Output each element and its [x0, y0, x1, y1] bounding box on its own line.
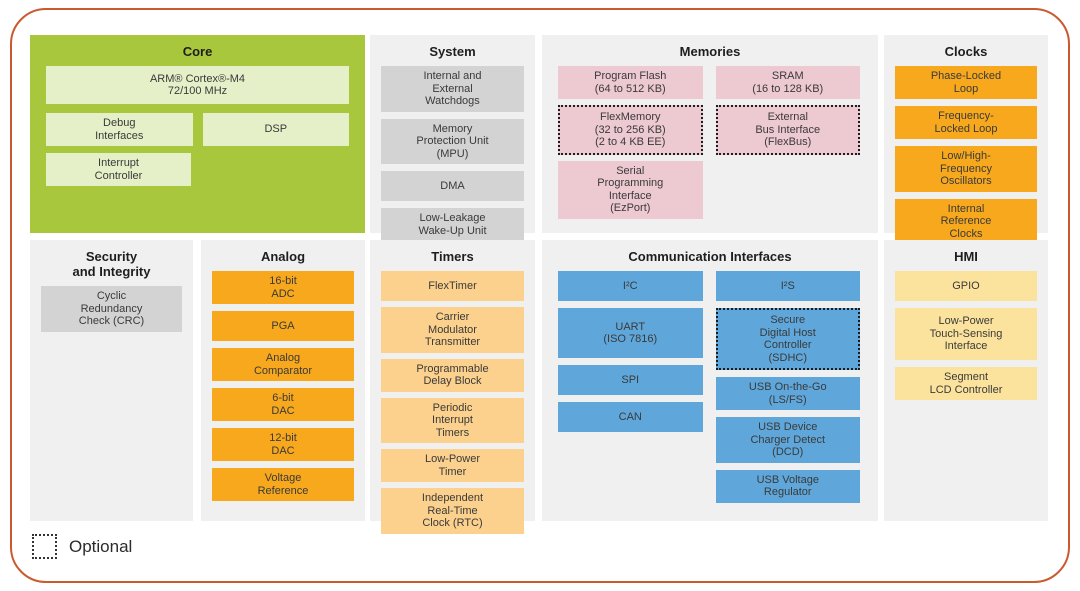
block-oscillators: Low/High- Frequency Oscillators [895, 146, 1037, 192]
optional-dotted-swatch [32, 534, 57, 559]
section-memories-title: Memories [679, 44, 741, 59]
block-fll: Frequency- Locked Loop [895, 106, 1037, 139]
block-pll: Phase-Locked Loop [895, 66, 1037, 99]
block-voltage-reference: Voltage Reference [212, 468, 354, 501]
legend-label: Optional [69, 536, 133, 556]
block-program-flash: Program Flash (64 to 512 KB) [558, 66, 703, 99]
block-dma: DMA [381, 171, 524, 201]
block-sdhc: Secure Digital Host Controller (SDHC) [715, 308, 860, 370]
block-low-power-timer: Low-Power Timer [381, 449, 524, 482]
section-core-title: Core [182, 44, 213, 59]
block-spi: SPI [558, 365, 703, 395]
block-i2c: I²C [558, 271, 703, 301]
block-flexbus: External Bus Interface (FlexBus) [715, 105, 860, 155]
block-can: CAN [558, 402, 703, 432]
block-i2s: I²S [715, 271, 860, 301]
block-gpio: GPIO [895, 271, 1037, 301]
section-security: Security and Integrity Cyclic Redundancy… [30, 240, 193, 521]
block-12bit-dac: 12-bit DAC [212, 428, 354, 461]
block-debug-interfaces: Debug Interfaces [46, 113, 193, 146]
block-internal-reference-clocks: Internal Reference Clocks [895, 198, 1037, 244]
block-carrier-modulator-transmitter: Carrier Modulator Transmitter [381, 307, 524, 353]
block-6bit-dac: 6-bit DAC [212, 388, 354, 421]
block-interrupt-controller: Interrupt Controller [46, 153, 191, 186]
block-watchdogs: Internal and External Watchdogs [381, 66, 524, 112]
block-touch-sensing-interface: Low-Power Touch-Sensing Interface [895, 308, 1037, 360]
section-communication-interfaces: Communication Interfaces I²C UART (ISO 7… [542, 240, 878, 521]
block-periodic-interrupt-timers: Periodic Interrupt Timers [381, 397, 524, 443]
section-system: System Internal and External Watchdogs M… [370, 35, 535, 241]
section-core: Core ARM® Cortex®-M4 72/100 MHz Debug In… [30, 35, 365, 233]
block-segment-lcd-controller: Segment LCD Controller [895, 367, 1037, 400]
section-analog: Analog 16-bit ADC PGA Analog Comparator … [201, 240, 365, 521]
block-dsp: DSP [202, 113, 349, 146]
section-timers-title: Timers [431, 249, 474, 264]
block-arm-cortex-m4: ARM® Cortex®-M4 72/100 MHz [46, 66, 349, 104]
block-crc: Cyclic Redundancy Check (CRC) [41, 286, 182, 332]
block-mpu: Memory Protection Unit (MPU) [381, 118, 524, 164]
section-clocks-title: Clocks [944, 44, 988, 59]
block-pga: PGA [212, 311, 354, 341]
block-flexmemory: FlexMemory (32 to 256 KB) (2 to 4 KB EE) [558, 105, 703, 155]
block-usb-dcd: USB Device Charger Detect (DCD) [715, 417, 860, 463]
block-programmable-delay-block: Programmable Delay Block [381, 358, 524, 392]
legend: Optional [32, 534, 132, 559]
block-llwu: Low-Leakage Wake-Up Unit [381, 208, 524, 241]
section-hmi: HMI GPIO Low-Power Touch-Sensing Interfa… [884, 240, 1048, 521]
block-analog-comparator: Analog Comparator [212, 348, 354, 381]
block-rtc: Independent Real-Time Clock (RTC) [381, 488, 524, 534]
block-uart: UART (ISO 7816) [558, 308, 703, 358]
section-hmi-title: HMI [954, 249, 978, 264]
block-flextimer: FlexTimer [381, 271, 524, 301]
block-ezport: Serial Programming Interface (EzPort) [558, 160, 703, 219]
block-adc: 16-bit ADC [212, 271, 354, 304]
section-analog-title: Analog [260, 249, 306, 264]
section-communication-interfaces-title: Communication Interfaces [628, 249, 792, 264]
section-security-title: Security and Integrity [72, 249, 151, 279]
section-timers: Timers FlexTimer Carrier Modulator Trans… [370, 240, 535, 534]
block-sram: SRAM (16 to 128 KB) [715, 66, 860, 99]
section-clocks: Clocks Phase-Locked Loop Frequency- Lock… [884, 35, 1048, 244]
section-system-title: System [429, 44, 476, 59]
block-usb-otg: USB On-the-Go (LS/FS) [715, 377, 860, 410]
section-memories: Memories Program Flash (64 to 512 KB) Fl… [542, 35, 878, 233]
block-usb-voltage-regulator: USB Voltage Regulator [715, 469, 860, 503]
